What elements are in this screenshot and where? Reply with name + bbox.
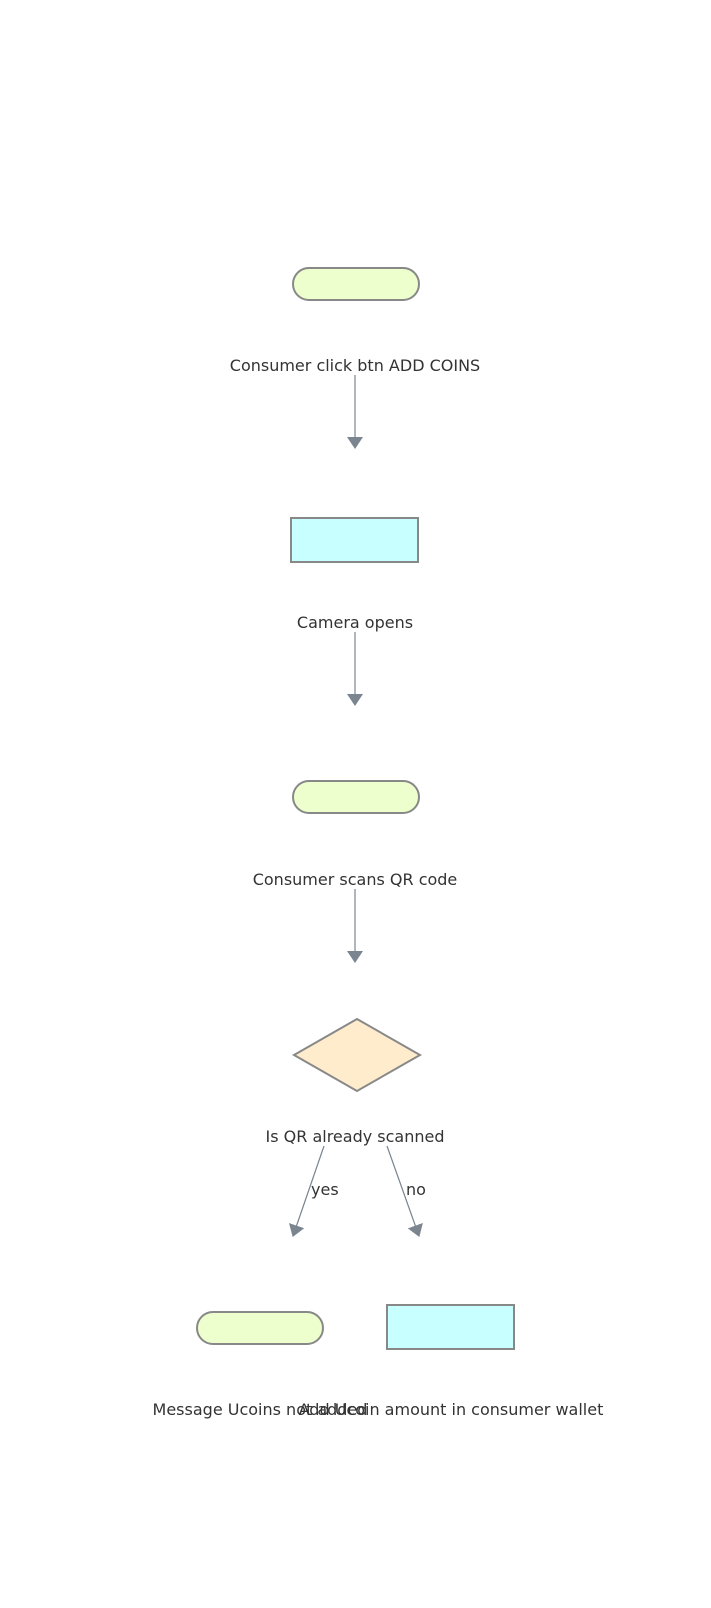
terminal-shape (196, 1311, 324, 1345)
process-shape (290, 517, 419, 563)
node-decision-label: Is QR already scanned (266, 1127, 445, 1146)
terminal-shape (292, 780, 420, 814)
process-shape (386, 1304, 515, 1350)
edge-decision-to-msg (289, 1145, 325, 1237)
edge-label-no: no (406, 1180, 426, 1199)
terminal-shape (292, 267, 420, 301)
node-camera: Camera opens (290, 517, 419, 632)
node-camera-label: Camera opens (297, 613, 413, 632)
decision-shape (291, 1017, 423, 1093)
node-add-label: Add Ucoin amount in consumer wallet (299, 1400, 604, 1419)
node-scan: Consumer scans QR code (253, 780, 458, 889)
node-start-label: Consumer click btn ADD COINS (230, 356, 480, 375)
edges: yes no (289, 375, 426, 1237)
edge-label-yes: yes (311, 1180, 339, 1199)
node-msg: Message Ucoins not added (153, 1311, 368, 1419)
edge-decision-to-add (386, 1145, 423, 1237)
node-msg-label: Message Ucoins not added (153, 1400, 368, 1419)
node-start: Consumer click btn ADD COINS (230, 267, 480, 375)
node-add: Add Ucoin amount in consumer wallet (299, 1304, 604, 1419)
node-scan-label: Consumer scans QR code (253, 870, 458, 889)
node-decision: Is QR already scanned (266, 1017, 445, 1146)
